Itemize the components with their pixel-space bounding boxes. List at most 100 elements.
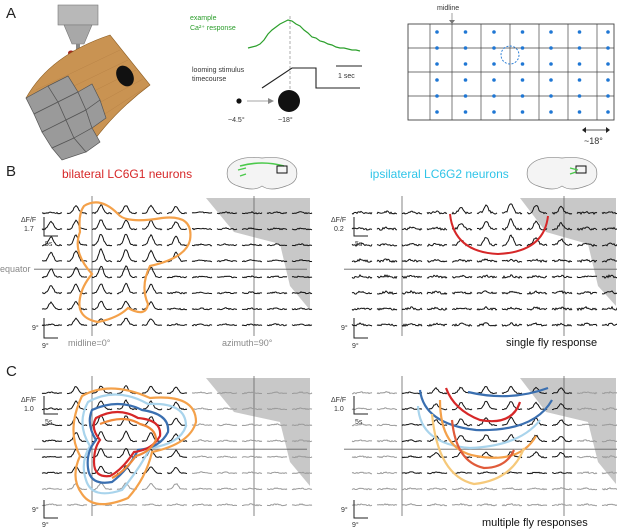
response-trace (141, 204, 163, 215)
response-trace (477, 434, 498, 443)
response-trace (451, 274, 473, 279)
occluded-region-c-left (206, 378, 310, 486)
response-trace (291, 211, 313, 215)
grid-dot (435, 46, 439, 50)
response-trace (266, 211, 288, 215)
stimulus-large-dot (278, 90, 300, 112)
response-trace (91, 219, 113, 231)
response-trace (451, 307, 473, 311)
response-trace (426, 210, 448, 215)
response-trace (551, 451, 573, 458)
response-trace (451, 402, 473, 411)
response-trace (91, 465, 113, 475)
response-trace (42, 285, 63, 295)
c-left-deg-v: 9° (32, 506, 39, 514)
response-trace (116, 265, 138, 278)
c-left-time-scale: 5s (45, 419, 53, 426)
response-trace (141, 233, 163, 247)
grid-dot (520, 94, 525, 98)
midline-arrow-head (449, 20, 455, 24)
response-trace (501, 258, 523, 263)
c-right-deg-v: 9° (341, 506, 348, 514)
response-trace (476, 400, 498, 411)
response-trace (352, 391, 373, 395)
midline-0-label: midline=0° (68, 338, 111, 348)
grid-dot (463, 30, 468, 34)
response-trace (241, 243, 263, 247)
response-trace (66, 503, 88, 507)
panel-c-letter: C (6, 363, 17, 380)
response-trace (501, 306, 523, 311)
size-start-label: ~4.5° (228, 116, 245, 124)
response-trace (266, 259, 288, 263)
response-trace (376, 439, 398, 443)
response-trace (116, 399, 138, 411)
response-trace (241, 307, 263, 311)
response-trace (551, 221, 573, 231)
response-trace (476, 274, 498, 279)
response-trace (601, 322, 617, 327)
response-trace (41, 220, 63, 231)
response-trace (376, 503, 398, 507)
response-trace (41, 301, 63, 311)
response-trace (401, 275, 423, 280)
response-trace (216, 259, 238, 263)
response-trace (166, 235, 188, 247)
response-trace (551, 290, 573, 295)
response-trace (267, 391, 288, 395)
response-trace (451, 223, 473, 231)
response-trace (501, 274, 523, 280)
response-trace (552, 471, 573, 475)
response-trace (451, 487, 473, 491)
response-trace (576, 423, 598, 427)
response-trace (351, 210, 373, 215)
response-trace (241, 391, 262, 395)
grid-dot (606, 46, 610, 50)
response-trace (526, 434, 548, 443)
response-trace (191, 291, 213, 295)
response-trace (551, 419, 572, 427)
response-trace (291, 503, 313, 506)
response-trace (191, 407, 213, 411)
b-left-deg-v: 9° (32, 324, 39, 332)
response-trace (241, 211, 263, 215)
grid-dot (549, 94, 553, 98)
response-trace (267, 407, 288, 411)
ca-response-label-1: example (190, 15, 217, 22)
lc6g2-response-grid (344, 196, 617, 336)
ca-response-trace (247, 19, 361, 52)
response-trace (266, 243, 288, 247)
grid-dot (463, 62, 468, 66)
response-trace (351, 227, 373, 231)
response-trace (601, 439, 617, 443)
lc6g2-multi-fly-contours (416, 386, 553, 486)
response-trace (242, 487, 263, 491)
c-right-dff-label: ΔF/F (331, 397, 346, 404)
response-trace (426, 306, 448, 311)
b-left-dff-value: 1.7 (24, 226, 34, 233)
occluded-region-c-right (520, 378, 616, 484)
response-trace (501, 385, 523, 395)
lc6g1-response-grid (34, 196, 313, 336)
response-trace (66, 432, 88, 443)
response-trace (141, 482, 163, 491)
response-trace (601, 258, 617, 263)
response-trace (41, 487, 63, 490)
c-right-scale-bar (353, 396, 368, 415)
response-trace (526, 401, 548, 411)
response-trace (216, 487, 238, 491)
lc6g2-multi-fly-grid (344, 376, 617, 516)
response-trace (41, 323, 63, 327)
response-trace (601, 211, 617, 215)
response-trace (291, 407, 313, 411)
response-trace (142, 219, 163, 231)
response-trace (41, 211, 63, 215)
b-right-scale-bar (353, 217, 368, 237)
response-trace (191, 487, 213, 491)
response-trace (551, 486, 573, 491)
response-trace (376, 210, 398, 215)
c-left-dff-label: ΔF/F (21, 397, 36, 404)
response-trace (401, 439, 423, 443)
response-trace (216, 407, 238, 411)
response-trace (266, 471, 288, 475)
